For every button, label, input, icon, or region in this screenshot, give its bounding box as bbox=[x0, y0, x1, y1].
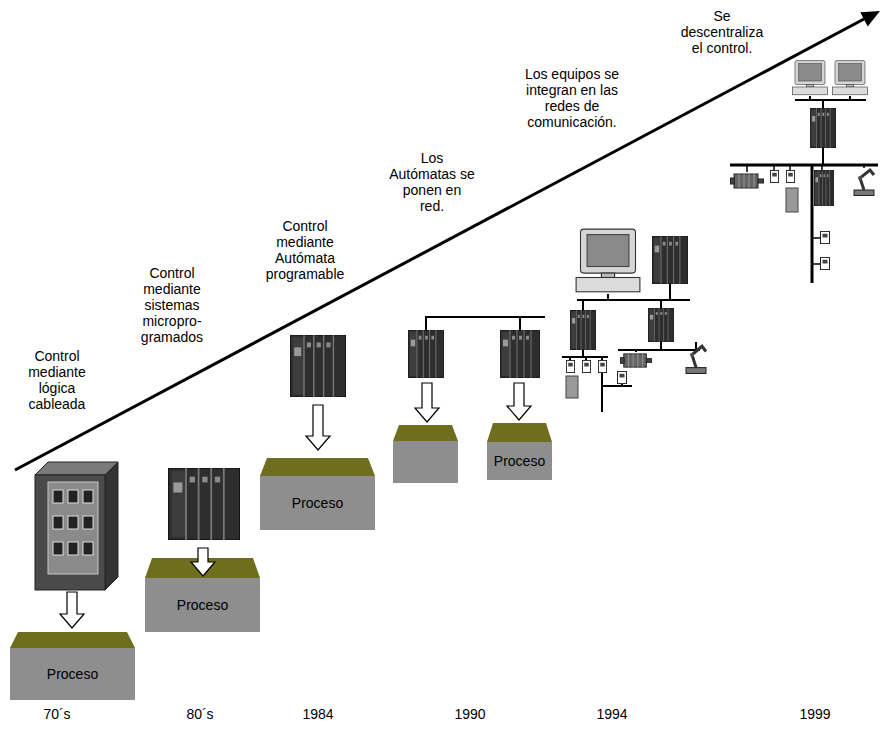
year-label: 1990 bbox=[440, 706, 500, 722]
communication-network bbox=[562, 229, 706, 412]
communication-network bbox=[618, 342, 700, 352]
process-label: Proceso bbox=[177, 597, 228, 613]
microprogrammed-controller bbox=[168, 468, 240, 540]
timeline-arrow bbox=[15, 19, 864, 470]
process-label: Proceso bbox=[494, 453, 545, 469]
process-box: Proceso bbox=[260, 476, 375, 530]
communication-network bbox=[570, 310, 596, 350]
wired-logic-cabinet bbox=[35, 462, 118, 590]
control-flow-arrows bbox=[415, 383, 439, 422]
wired-logic-cabinet bbox=[35, 462, 118, 475]
process-box: Proceso bbox=[10, 648, 135, 700]
year-label: 70´s bbox=[27, 706, 87, 722]
networked-controllers bbox=[425, 317, 545, 330]
decentralized-control bbox=[822, 148, 824, 165]
communication-network bbox=[576, 229, 640, 292]
wired-logic-cabinet bbox=[83, 516, 93, 529]
decentralized-control bbox=[730, 61, 878, 283]
communication-network bbox=[648, 308, 674, 342]
stage-caption: Se descentraliza el control. bbox=[675, 8, 770, 56]
networked-controllers bbox=[408, 317, 545, 378]
control-flow-arrows bbox=[306, 405, 330, 450]
decentralized-control bbox=[810, 108, 836, 148]
process-block-tops bbox=[393, 425, 458, 441]
decentralized-control bbox=[814, 170, 834, 206]
communication-network bbox=[582, 360, 590, 372]
year-label: 1984 bbox=[288, 706, 348, 722]
decentralized-control bbox=[786, 188, 798, 212]
decentralized-control bbox=[730, 165, 878, 283]
communication-network bbox=[598, 360, 606, 372]
communication-network bbox=[566, 376, 578, 398]
stage-caption: Control mediante lógica cableada bbox=[21, 348, 93, 412]
process-block-tops bbox=[487, 423, 552, 442]
communication-network bbox=[562, 350, 608, 360]
communication-network bbox=[577, 284, 690, 310]
decentralized-control bbox=[786, 170, 794, 182]
process-block-tops bbox=[10, 632, 135, 648]
stage-caption: Los Autómatas se ponen en red. bbox=[389, 150, 475, 214]
timeline-arrow bbox=[860, 11, 880, 27]
year-label: 1994 bbox=[582, 706, 642, 722]
decentralized-control bbox=[833, 61, 868, 95]
stage-caption: Los equipos se integran en las redes de … bbox=[524, 66, 620, 130]
control-flow-arrows bbox=[191, 548, 215, 576]
microprogrammed-controller bbox=[168, 468, 240, 540]
year-label: 1999 bbox=[785, 706, 845, 722]
decentralized-control bbox=[731, 174, 764, 188]
wired-logic-cabinet bbox=[68, 516, 78, 529]
communication-network bbox=[620, 354, 651, 367]
wired-logic-cabinet bbox=[68, 490, 78, 503]
decentralized-control bbox=[854, 170, 874, 196]
decentralized-control bbox=[821, 257, 830, 269]
control-flow-arrows bbox=[60, 592, 84, 628]
decentralized-control bbox=[770, 170, 778, 182]
year-label: 80´s bbox=[170, 706, 230, 722]
process-block-tops bbox=[260, 458, 375, 476]
control-flow-arrows bbox=[60, 383, 531, 628]
stage-caption: Control mediante sistemas micropro- gram… bbox=[132, 265, 212, 345]
networked-controllers bbox=[500, 330, 540, 378]
wired-logic-cabinet bbox=[48, 482, 98, 574]
wired-logic-cabinet bbox=[53, 490, 63, 503]
timeline-arrow bbox=[15, 11, 880, 470]
wired-logic-cabinet bbox=[83, 490, 93, 503]
wired-logic-cabinet bbox=[35, 475, 105, 590]
control-flow-arrows bbox=[507, 383, 531, 420]
communication-network bbox=[618, 371, 627, 383]
wired-logic-cabinet bbox=[83, 542, 93, 555]
process-block-tops bbox=[393, 441, 458, 483]
process-box: Proceso bbox=[145, 578, 260, 632]
process-label: Proceso bbox=[47, 666, 98, 682]
communication-network bbox=[686, 346, 706, 373]
wired-logic-cabinet bbox=[53, 542, 63, 555]
wired-logic-cabinet bbox=[53, 490, 93, 555]
stage-caption: Control mediante Autómata programable bbox=[261, 218, 349, 282]
decentralized-control bbox=[821, 231, 830, 243]
process-label: Proceso bbox=[292, 495, 343, 511]
communication-network bbox=[566, 360, 574, 372]
process-block-tops bbox=[10, 423, 552, 648]
decentralized-control bbox=[795, 96, 866, 108]
programmable-controller bbox=[290, 335, 346, 397]
programmable-controller bbox=[290, 335, 346, 397]
process-box: Proceso bbox=[487, 442, 552, 480]
wired-logic-cabinet bbox=[53, 516, 63, 529]
networked-controllers bbox=[408, 330, 444, 378]
communication-network bbox=[652, 236, 688, 284]
wired-logic-cabinet bbox=[68, 542, 78, 555]
wired-logic-cabinet bbox=[105, 462, 118, 590]
decentralized-control bbox=[747, 165, 864, 264]
decentralized-control bbox=[793, 61, 828, 95]
